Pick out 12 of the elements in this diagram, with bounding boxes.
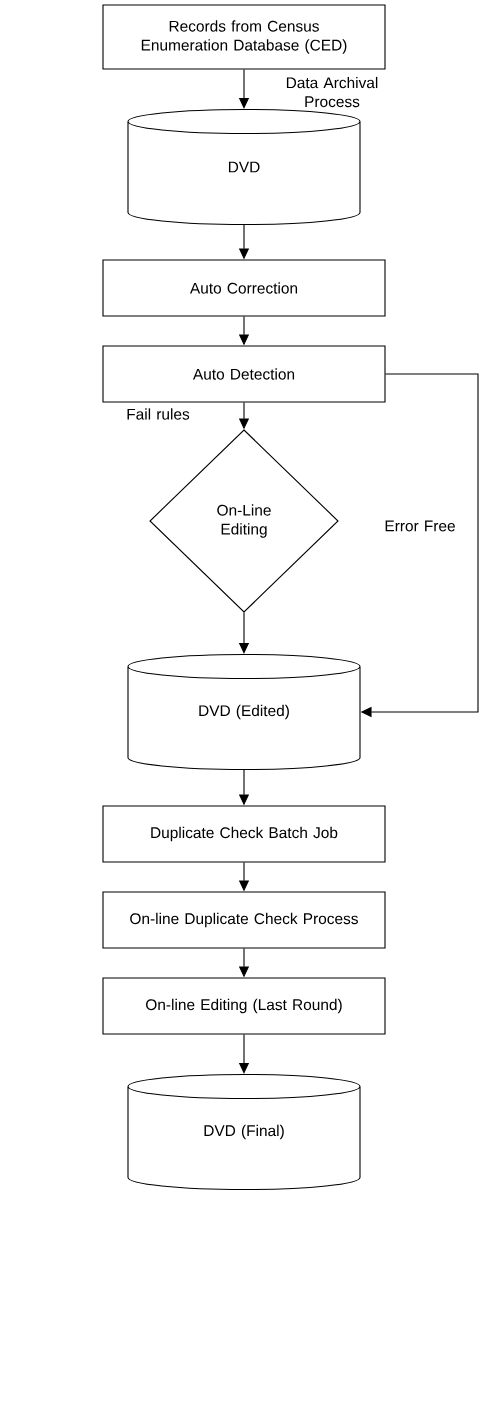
storage-cylinder: DVD	[127, 108, 361, 226]
storage-cylinder: DVD (Edited)	[127, 653, 361, 771]
process-box: On-line Duplicate Check Process	[102, 891, 386, 949]
process-box: Records from Census Enumeration Database (CED)	[102, 4, 386, 70]
edge-label: Data Archival Process	[286, 76, 378, 108]
process-box: Auto Correction	[102, 259, 386, 317]
edge-label: Error Free	[385, 520, 455, 532]
process-box: On-line Editing (Last Round)	[102, 977, 386, 1035]
edge-label: Fail rules	[127, 408, 190, 420]
storage-cylinder: DVD (Final)	[127, 1073, 361, 1191]
process-box: Duplicate Check Batch Job	[102, 805, 386, 863]
process-box: Auto Detection	[102, 345, 386, 403]
